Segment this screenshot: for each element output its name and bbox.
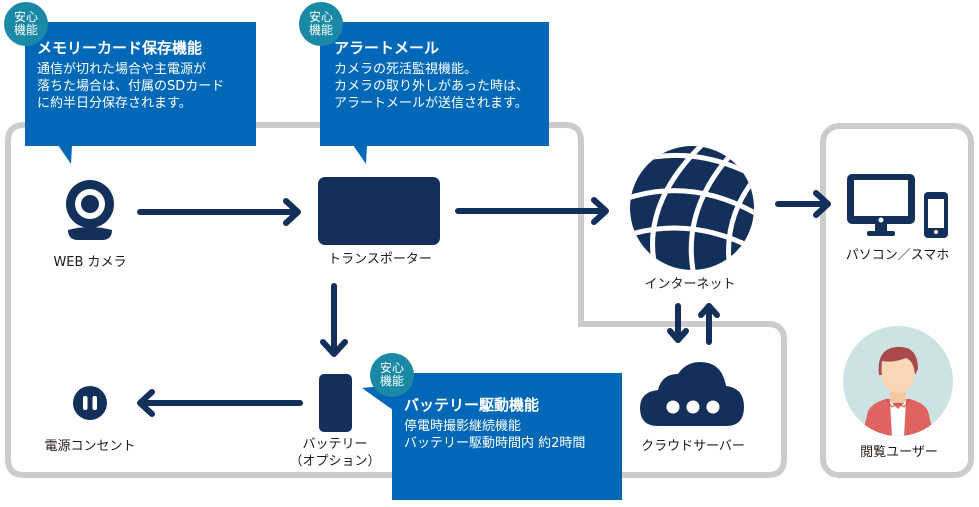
callout-battery-drive: バッテリー駆動機能 停電時撮影継続機能 バッテリー駆動時間内 約2時間 <box>392 373 622 500</box>
callout-line: カメラの死活監視機能。 <box>334 62 478 77</box>
arrow-internet-to-cloud <box>667 303 689 343</box>
arrow-transporter-to-battery <box>320 283 348 357</box>
node-label-transporter: トランスポーター <box>328 252 432 267</box>
callout-line: カメラの取り外しがあった時は、 <box>334 79 530 94</box>
node-label-pc-smartphone: パソコン／スマホ <box>845 248 950 263</box>
node-label-outlet: 電源コンセント <box>44 439 136 454</box>
callout-line: 落ちた場合は、付属のSDカード <box>37 79 225 94</box>
callout-line: アラートメールが送信されます。 <box>334 96 528 111</box>
callout-memory-card: メモリーカード保存機能 通信が切れた場合や主電源が 落ちた場合は、付属のSDカー… <box>25 22 256 146</box>
node-label-cloud: クラウドサーバー <box>641 439 745 454</box>
callout-pointer <box>58 145 72 164</box>
cloud-server-icon <box>640 362 744 426</box>
callout-line: バッテリー駆動時間内 約2時間 <box>404 436 586 451</box>
arrow-internet-to-pc <box>775 190 831 218</box>
user-avatar-icon <box>843 326 953 436</box>
safety-badge: 安心 機能 <box>299 2 343 46</box>
badge-text: 安心 <box>308 10 333 24</box>
badge-text: 機能 <box>308 23 333 37</box>
arrow-transporter-to-internet <box>455 197 609 225</box>
monitor-smartphone-icon <box>847 174 948 238</box>
node-label-webcam: WEB カメラ <box>53 255 127 270</box>
system-frame <box>5 122 787 478</box>
callout-line: 停電時撮影継続機能 <box>404 419 522 434</box>
callout-title: メモリーカード保存機能 <box>37 39 203 57</box>
callout-line: に約半日分保存されます。 <box>37 96 192 111</box>
callout-title: バッテリー駆動機能 <box>404 396 540 414</box>
webcam-icon <box>66 180 114 240</box>
safety-badge: 安心 機能 <box>4 2 48 46</box>
arrow-webcam-to-transporter <box>137 198 301 226</box>
node-label-battery-line1: バッテリー <box>302 437 368 452</box>
badge-text: 機能 <box>379 374 404 388</box>
globe-icon <box>630 146 754 270</box>
callout-line: 通信が切れた場合や主電源が <box>37 62 207 77</box>
user-frame <box>820 123 974 478</box>
arrow-battery-to-outlet <box>137 389 303 417</box>
node-label-internet: インターネット <box>644 277 736 292</box>
safety-badge: 安心 機能 <box>370 353 414 397</box>
transporter-icon <box>318 177 440 245</box>
badge-text: 機能 <box>13 23 38 37</box>
badge-text: 安心 <box>13 10 38 24</box>
node-label-battery-line2: （オプション） <box>289 454 381 469</box>
node-label-battery: バッテリー （オプション） <box>280 436 390 470</box>
power-outlet-icon <box>73 386 107 420</box>
callout-alert-mail: アラートメール カメラの死活監視機能。 カメラの取り外しがあった時は、 アラート… <box>320 22 549 146</box>
callout-title: アラートメール <box>334 39 440 57</box>
arrow-cloud-to-internet <box>698 303 720 345</box>
battery-icon <box>319 374 352 432</box>
node-label-viewer: 閲覧ユーザー <box>860 445 938 460</box>
badge-text: 安心 <box>379 361 404 375</box>
callout-pointer <box>353 145 367 164</box>
